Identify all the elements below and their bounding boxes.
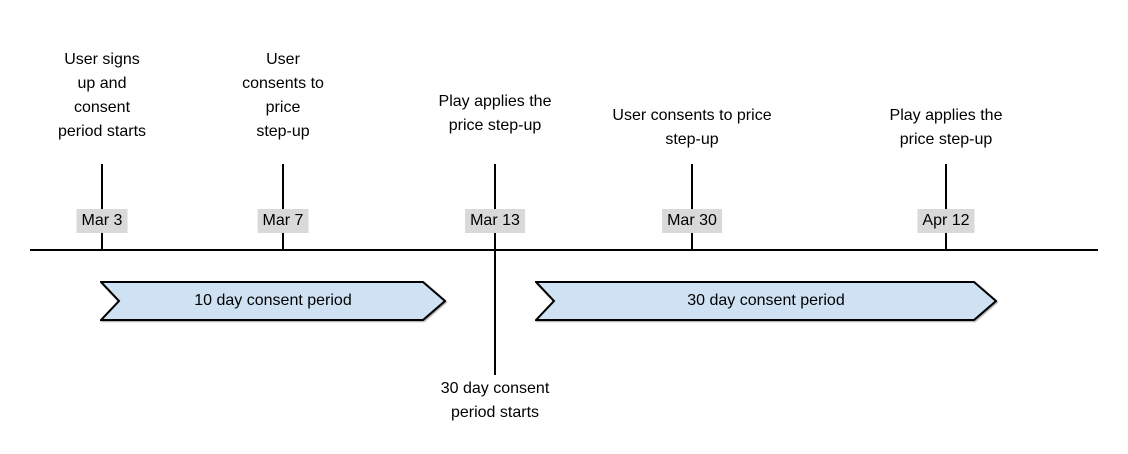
event-description: User signs up and consent period starts	[57, 51, 147, 140]
event-tick-extended	[494, 164, 496, 375]
arrow-banner-shape	[100, 281, 446, 321]
event-tick	[282, 164, 284, 251]
event-tick	[101, 164, 103, 251]
event-description: User consents to price step-up	[242, 51, 324, 140]
event-tick	[945, 164, 947, 251]
event-date-label: Mar 13	[465, 209, 525, 233]
period-label: 30 day consent period	[687, 292, 845, 309]
consent-period-banner-10day: 10 day consent period	[100, 281, 446, 321]
period-label: 10 day consent period	[194, 292, 352, 309]
event-date-label: Apr 12	[917, 209, 975, 233]
event-date-label: Mar 7	[257, 209, 309, 233]
event-tick	[691, 164, 693, 251]
event-date-label: Mar 30	[662, 209, 722, 233]
event-description: User consents to price step-up	[612, 107, 772, 148]
event-date-label: Mar 3	[76, 209, 128, 233]
event-description: Play applies the price step-up	[438, 93, 552, 134]
annotation-30day-period-starts: 30 day consent period starts	[440, 380, 550, 421]
event-description: Play applies the price step-up	[889, 107, 1003, 148]
arrow-banner-shape	[535, 281, 997, 321]
timeline-axis	[30, 249, 1098, 251]
consent-period-banner-30day: 30 day consent period	[535, 281, 997, 321]
